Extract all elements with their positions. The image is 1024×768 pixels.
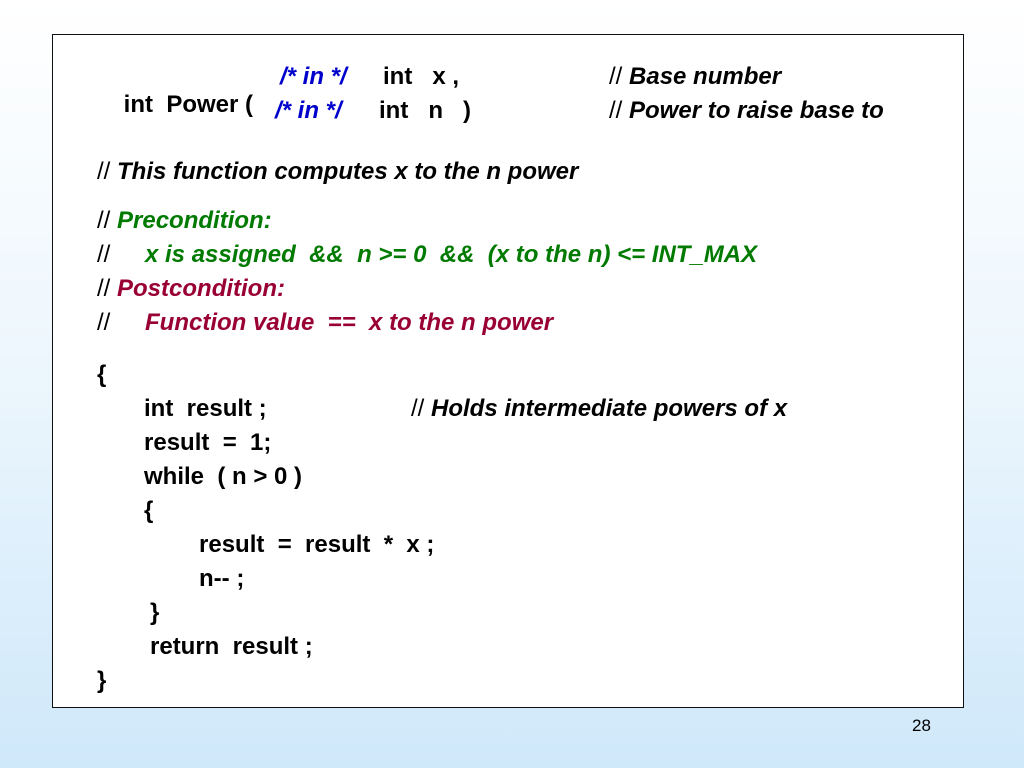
- result-comment: // Holds intermediate powers of x: [411, 395, 787, 423]
- body-close-brace: }: [97, 667, 107, 694]
- precondition-detail-slash: //: [97, 241, 111, 268]
- result-init: result = 1;: [144, 429, 272, 456]
- inline-comment-in-1: /* in */: [280, 63, 347, 90]
- comment-slash: //: [609, 63, 623, 90]
- param-x-comment: // Base number: [609, 63, 781, 91]
- loop-close-brace: }: [150, 599, 160, 626]
- precondition-detail: x is assigned && n >= 0 && (x to the n) …: [145, 241, 758, 268]
- signature-line-1: int Power (: [97, 63, 253, 147]
- postcondition-detail-slash: //: [97, 309, 111, 336]
- comment-slash: //: [97, 207, 111, 234]
- function-declaration: int Power (: [123, 91, 254, 118]
- precondition-label: // Precondition:: [97, 207, 272, 235]
- loop-multiply: result = result * x ;: [199, 531, 435, 558]
- return-statement: return result ;: [150, 633, 313, 660]
- comment-text: Base number: [622, 63, 782, 90]
- comment-slash: //: [97, 158, 111, 185]
- param-x: int x ,: [383, 63, 460, 90]
- comment-slash: //: [609, 97, 623, 124]
- comment-text: Precondition:: [110, 207, 272, 234]
- comment-text: Postcondition:: [110, 275, 285, 302]
- result-declaration: int result ;: [144, 395, 267, 422]
- function-description: // This function computes x to the n pow…: [97, 158, 578, 186]
- while-statement: while ( n > 0 ): [144, 463, 303, 490]
- postcondition-detail: Function value == x to the n power: [145, 309, 554, 336]
- loop-open-brace: {: [144, 497, 154, 524]
- comment-text: Holds intermediate powers of x: [424, 395, 788, 422]
- comment-slash: //: [97, 275, 111, 302]
- comment-slash: //: [411, 395, 425, 422]
- inline-comment-in-2: /* in */: [275, 97, 342, 124]
- postcondition-label: // Postcondition:: [97, 275, 285, 303]
- code-panel: int Power ( /* in */ int x , // Base num…: [52, 34, 964, 708]
- page-number: 28: [912, 716, 931, 735]
- comment-text: This function computes x to the n power: [110, 158, 579, 185]
- body-open-brace: {: [97, 361, 107, 388]
- param-n-comment: // Power to raise base to: [609, 97, 884, 125]
- comment-text: Power to raise base to: [622, 97, 884, 124]
- loop-decrement: n-- ;: [199, 565, 245, 592]
- param-n: int n ): [379, 97, 471, 124]
